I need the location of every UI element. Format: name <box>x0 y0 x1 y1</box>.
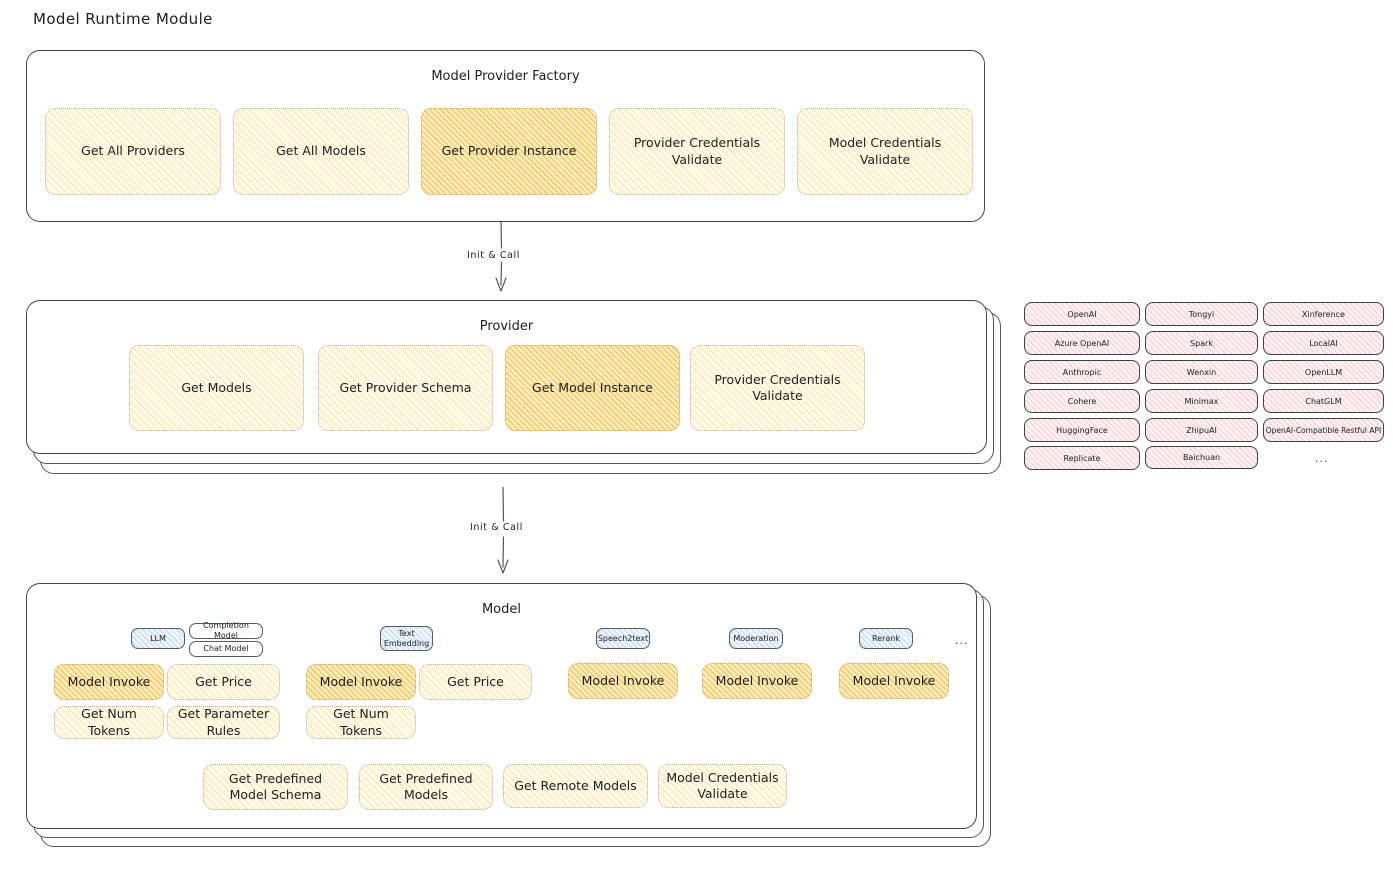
factory-method-get-provider-instance[interactable]: Get Provider Instance <box>421 108 597 195</box>
arrow2-label: Init & Call <box>470 522 523 533</box>
provider-chip-xinference[interactable]: Xinference <box>1263 302 1384 326</box>
capability-subtype-chat-model[interactable]: Chat Model <box>189 641 263 657</box>
provider-chip-baichuan[interactable]: Baichuan <box>1145 446 1258 469</box>
arrow-down-icon <box>495 221 507 292</box>
provider-chip-localai[interactable]: LocalAI <box>1263 331 1384 355</box>
provider-chip-huggingface[interactable]: HuggingFace <box>1024 418 1140 442</box>
arrow-factory-to-provider: Init & Call <box>467 221 540 300</box>
model-provider-factory-title: Model Provider Factory <box>431 69 580 84</box>
factory-method-get-all-providers[interactable]: Get All Providers <box>45 108 221 195</box>
text-embedding-method-get-price[interactable]: Get Price <box>419 664 532 700</box>
provider-method-get-model-instance[interactable]: Get Model Instance <box>505 345 680 431</box>
arrow-provider-to-model: Init & Call <box>470 486 542 582</box>
provider-chip-azure-openai[interactable]: Azure OpenAI <box>1024 331 1140 355</box>
model-panel: Model LLM Completion Model Chat Model Mo… <box>26 583 977 829</box>
llm-method-get-parameter-rules[interactable]: Get Parameter Rules <box>167 706 280 739</box>
arrow1-label: Init & Call <box>467 250 520 261</box>
model-common-method-get-remote-models[interactable]: Get Remote Models <box>503 764 648 808</box>
factory-method-model-credentials-validate[interactable]: Model Credentials Validate <box>797 108 973 195</box>
model-capabilities-more: ... <box>955 634 969 647</box>
provider-chip-openai[interactable]: OpenAI <box>1024 302 1140 326</box>
provider-chip-spark[interactable]: Spark <box>1145 331 1258 355</box>
model-common-method-get-predefined-models[interactable]: Get Predefined Models <box>359 764 493 810</box>
capability-subtype-completion-model[interactable]: Completion Model <box>189 621 263 640</box>
text-embedding-method-get-num-tokens[interactable]: Get Num Tokens <box>306 706 416 739</box>
model-common-method-get-predefined-model-schema[interactable]: Get Predefined Model Schema <box>203 764 348 810</box>
provider-list: OpenAI Azure OpenAI Anthropic Cohere Hug… <box>1024 300 1384 480</box>
speech2text-method-model-invoke[interactable]: Model Invoke <box>568 663 678 699</box>
page-title: Model Runtime Module <box>33 10 213 28</box>
provider-chip-zhipuai[interactable]: ZhipuAI <box>1145 418 1258 442</box>
capability-badge-rerank[interactable]: Rerank <box>859 628 913 649</box>
provider-chip-chatglm[interactable]: ChatGLM <box>1263 389 1384 413</box>
moderation-method-model-invoke[interactable]: Model Invoke <box>702 663 812 699</box>
rerank-method-model-invoke[interactable]: Model Invoke <box>839 663 949 699</box>
capability-badge-llm[interactable]: LLM <box>131 628 185 649</box>
provider-chip-openllm[interactable]: OpenLLM <box>1263 360 1384 384</box>
factory-method-get-all-models[interactable]: Get All Models <box>233 108 409 195</box>
provider-chip-minimax[interactable]: Minimax <box>1145 389 1258 413</box>
provider-method-provider-credentials-validate[interactable]: Provider Credentials Validate <box>690 345 865 431</box>
provider-method-get-provider-schema[interactable]: Get Provider Schema <box>318 345 493 431</box>
capability-badge-speech2text[interactable]: Speech2text <box>596 628 650 649</box>
capability-badge-text-embedding[interactable]: Text Embedding <box>380 626 433 651</box>
llm-method-get-price[interactable]: Get Price <box>167 664 280 700</box>
capability-badge-moderation[interactable]: Moderation <box>729 628 783 649</box>
provider-chip-openai-compatible-restful-api[interactable]: OpenAI-Compatible Restful API <box>1263 418 1384 442</box>
model-title: Model <box>481 602 522 617</box>
text-embedding-method-model-invoke[interactable]: Model Invoke <box>306 664 416 700</box>
provider-panel: Provider Get Models Get Provider Schema … <box>26 300 987 454</box>
provider-chip-tongyi[interactable]: Tongyi <box>1145 302 1258 326</box>
provider-list-more: ... <box>1315 452 1329 465</box>
arrow-down-icon-2 <box>497 486 509 574</box>
factory-method-provider-credentials-validate[interactable]: Provider Credentials Validate <box>609 108 785 195</box>
provider-chip-anthropic[interactable]: Anthropic <box>1024 360 1140 384</box>
llm-method-get-num-tokens[interactable]: Get Num Tokens <box>54 706 164 739</box>
provider-chip-replicate[interactable]: Replicate <box>1024 446 1140 470</box>
provider-chip-wenxin[interactable]: Wenxin <box>1145 360 1258 384</box>
provider-title: Provider <box>479 319 534 334</box>
model-common-method-model-credentials-validate[interactable]: Model Credentials Validate <box>658 764 787 808</box>
model-provider-factory-panel: Model Provider Factory Get All Providers… <box>26 50 985 222</box>
provider-chip-cohere[interactable]: Cohere <box>1024 389 1140 413</box>
llm-method-model-invoke[interactable]: Model Invoke <box>54 664 164 700</box>
provider-method-get-models[interactable]: Get Models <box>129 345 304 431</box>
